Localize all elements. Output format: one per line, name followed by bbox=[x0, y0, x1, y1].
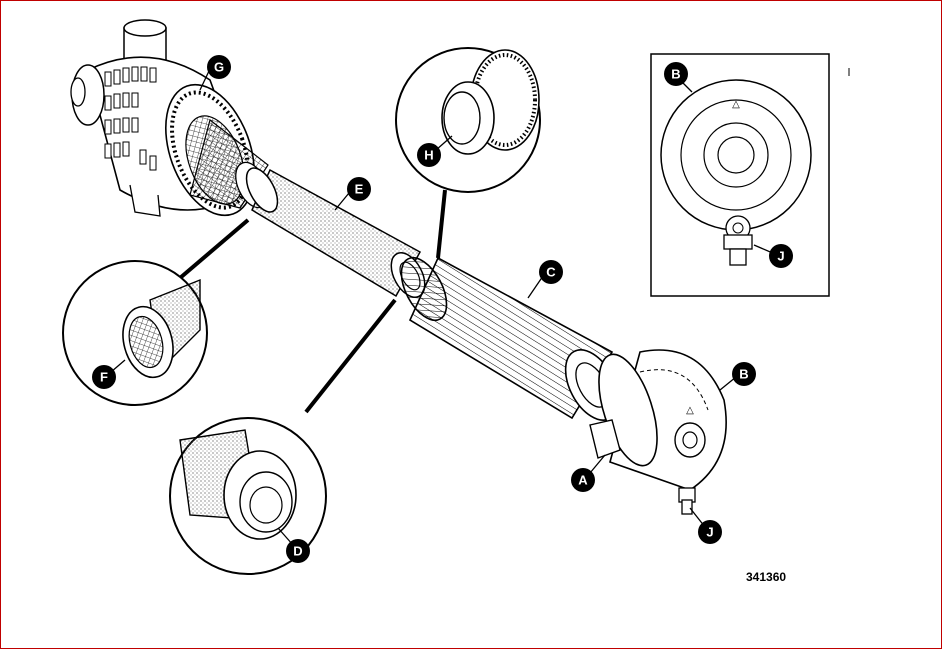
callout-inset-j: J bbox=[769, 244, 793, 268]
callout-f-label: F bbox=[100, 370, 108, 385]
filter-housing bbox=[70, 19, 269, 217]
callout-h-label: H bbox=[424, 148, 433, 163]
cover-b: △ bbox=[589, 349, 727, 515]
cover-arrow-symbol: △ bbox=[686, 405, 694, 416]
callout-a-label: A bbox=[578, 473, 588, 488]
inset-panel: △ bbox=[650, 53, 850, 297]
callout-b-label: B bbox=[739, 367, 748, 382]
callout-a: A bbox=[571, 468, 595, 492]
callout-inset-j-label: J bbox=[777, 249, 784, 264]
callout-h: H bbox=[417, 143, 441, 167]
main-element-c bbox=[400, 256, 620, 421]
callout-d-label: D bbox=[293, 544, 302, 559]
callout-e-label: E bbox=[355, 182, 364, 197]
inset-arrow-symbol: △ bbox=[732, 99, 740, 110]
callout-e: E bbox=[347, 177, 371, 201]
callout-j-label: J bbox=[706, 525, 713, 540]
figure-reference-number: 341360 bbox=[746, 570, 787, 584]
callout-g: G bbox=[207, 55, 231, 79]
magnifier-h bbox=[395, 47, 541, 259]
callout-g-label: G bbox=[214, 60, 224, 75]
magnifier-d bbox=[169, 298, 397, 575]
callout-inset-b-label: B bbox=[671, 67, 680, 82]
callout-b: B bbox=[732, 362, 756, 386]
callout-f: F bbox=[92, 365, 116, 389]
callout-d: D bbox=[286, 539, 310, 563]
magnifier-f bbox=[62, 218, 250, 406]
callout-inset-b: B bbox=[664, 62, 688, 86]
callout-c-label: C bbox=[546, 265, 556, 280]
callout-j: J bbox=[698, 520, 722, 544]
callout-c: C bbox=[539, 260, 563, 284]
